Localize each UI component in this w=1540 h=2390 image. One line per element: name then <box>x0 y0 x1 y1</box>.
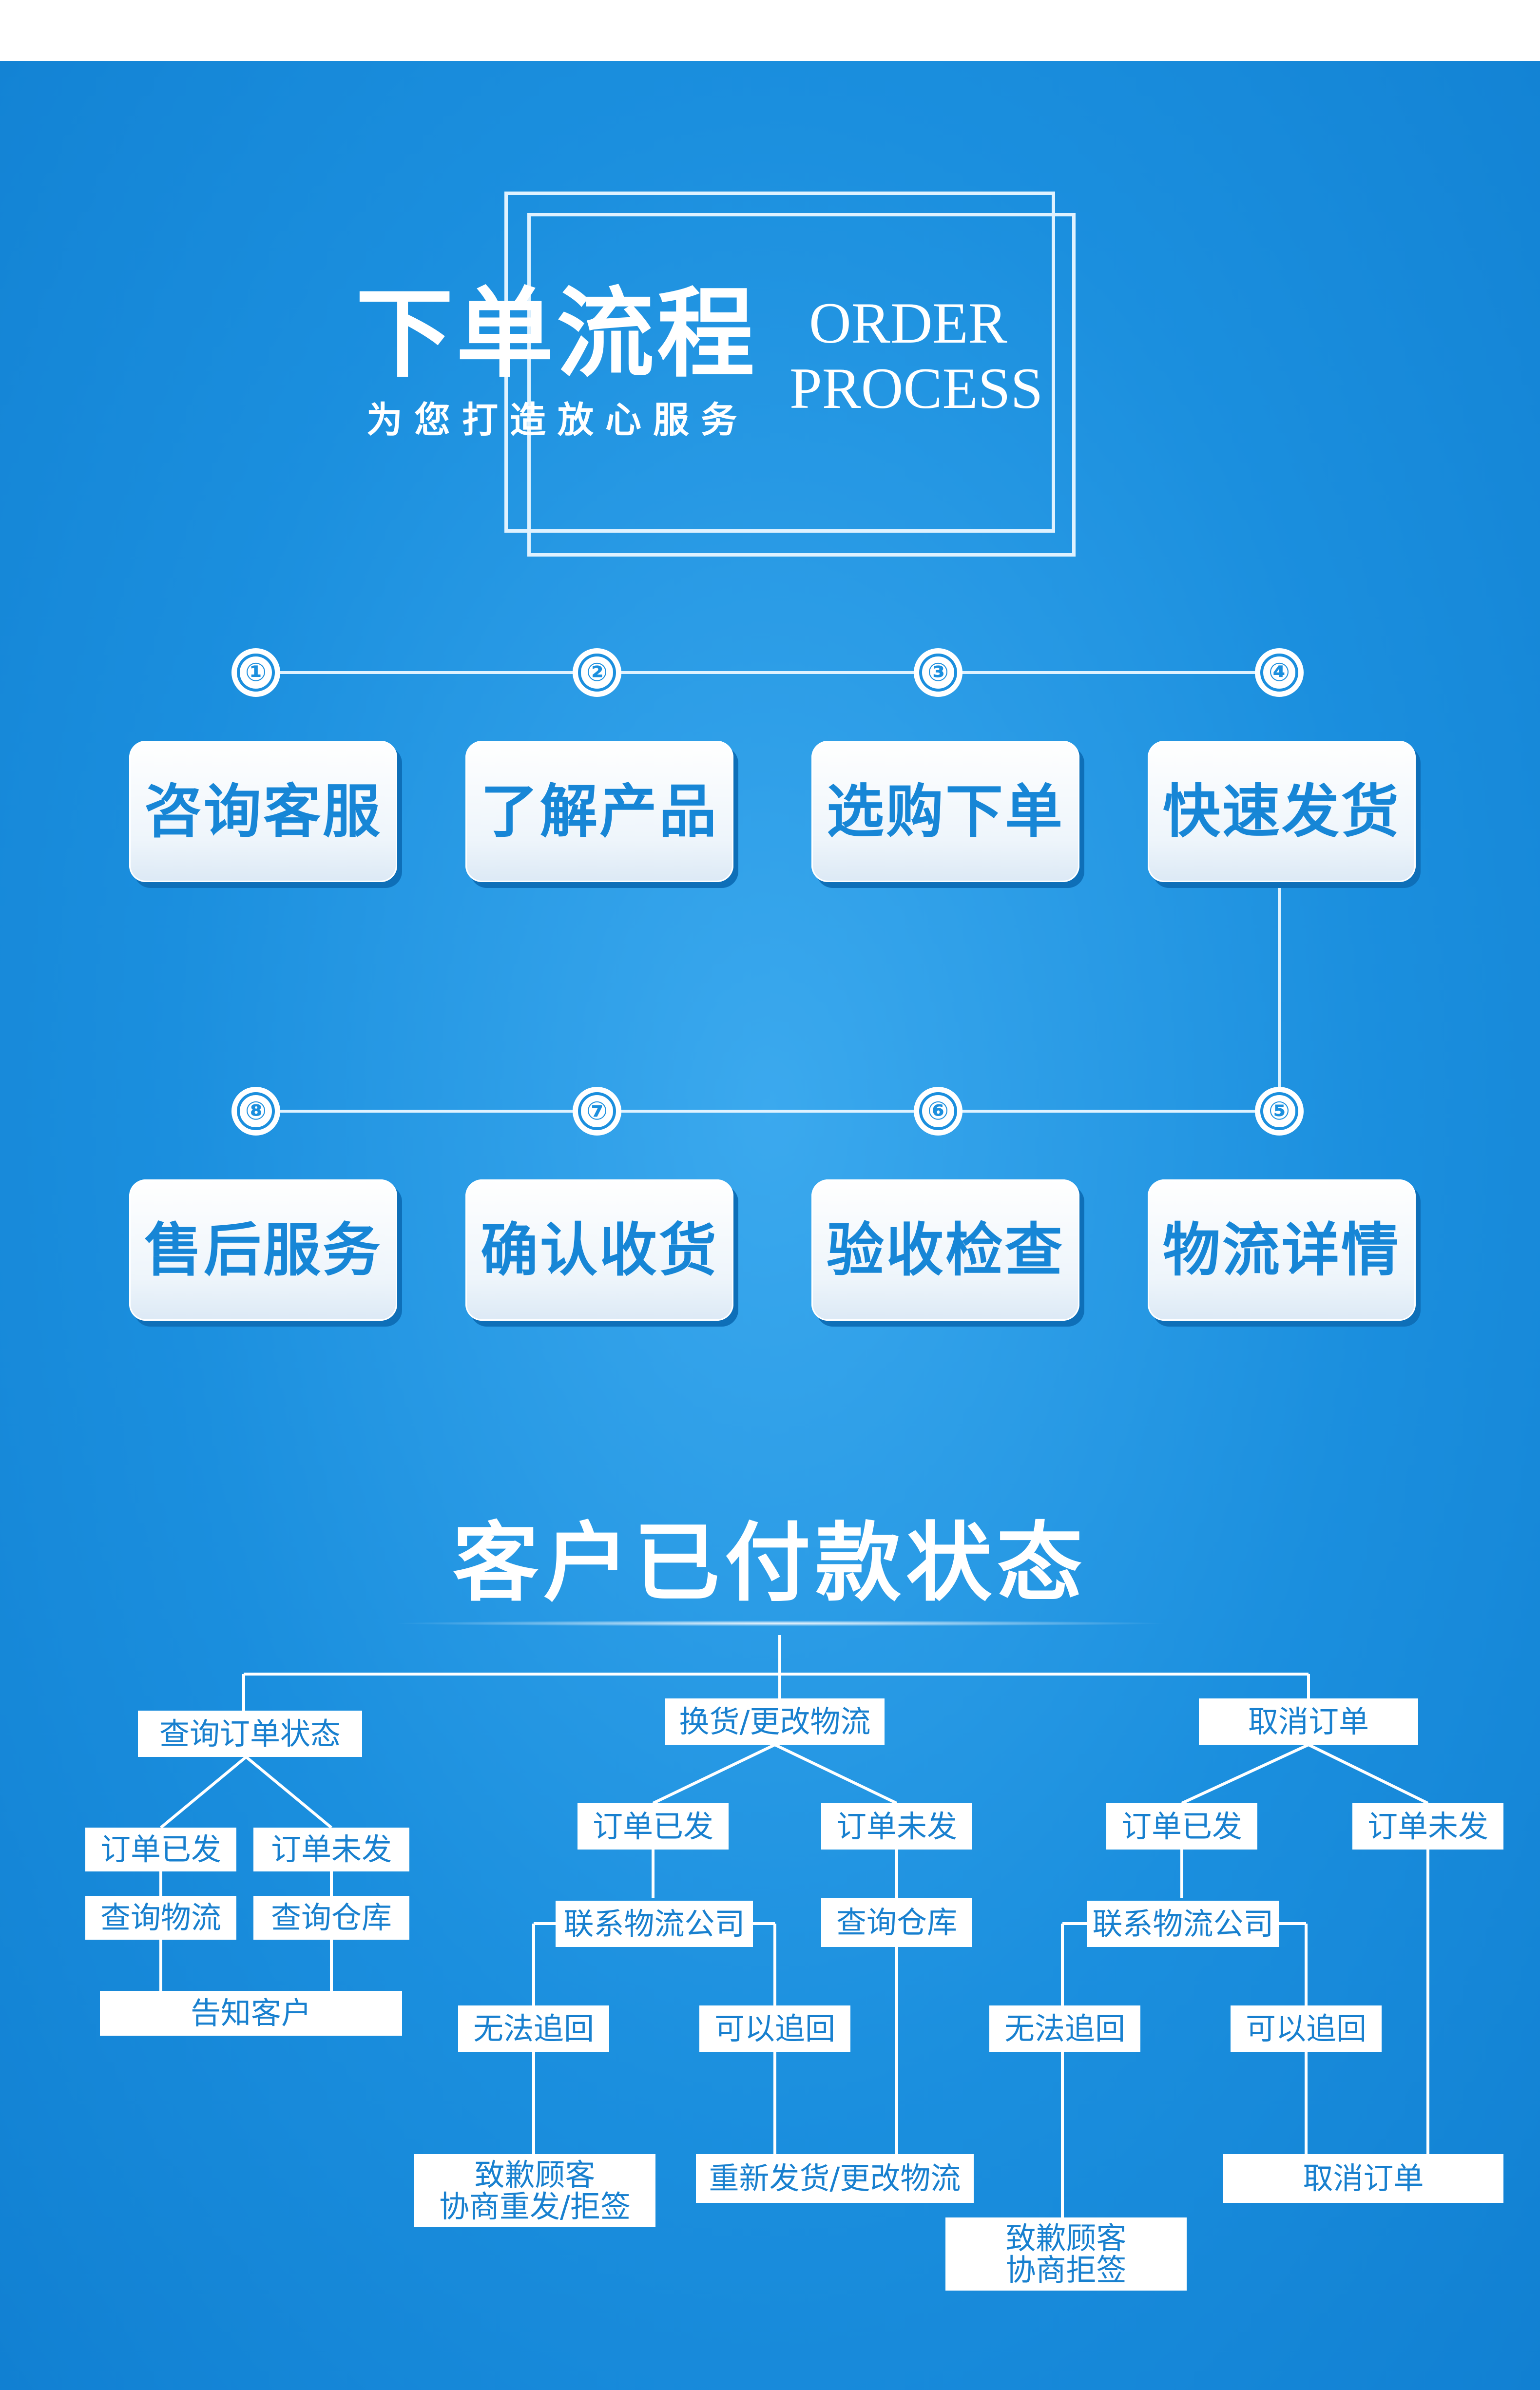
step-number-5-text: ⑤ <box>1260 1092 1298 1130</box>
title-frame-front <box>527 213 1076 557</box>
status-tree-lines <box>159 1635 1429 2217</box>
node-cancel-order: 取消订单 <box>1199 1698 1418 1745</box>
node-b1-query-warehouse: 查询仓库 <box>253 1896 409 1940</box>
step-number-6: ⑥ <box>914 1087 962 1136</box>
step-label-learn-product: 了解产品 <box>480 777 718 845</box>
title-glow-underline <box>390 1620 1170 1626</box>
step-label-logistics-details: 物流详情 <box>1162 1216 1401 1284</box>
node-b3-apologize: 致歉顾客 协商拒签 <box>945 2217 1187 2291</box>
step-card-consult: 咨询客服 <box>129 741 397 882</box>
step-card-place-order: 选购下单 <box>811 741 1079 882</box>
background-panel: 下单流程 为您打造放心服务 ORDER PROCESS ① ② ③ ④ ⑤ ⑥ … <box>0 61 1540 2390</box>
step-number-4: ④ <box>1255 648 1304 697</box>
node-b3-shipped: 订单已发 <box>1106 1803 1257 1850</box>
node-b2-apologize-line2: 协商重发/拒签 <box>439 2189 631 2224</box>
step-label-consult: 咨询客服 <box>144 777 382 845</box>
page-subtitle: 为您打造放心服务 <box>366 399 749 441</box>
connector-row2 <box>256 1110 1279 1113</box>
node-b2-apologize: 致歉顾客 协商重发/拒签 <box>414 2154 655 2227</box>
node-b3-cannot-recall: 无法追回 <box>989 2005 1140 2052</box>
connector-row1 <box>256 671 1279 674</box>
node-b3-apologize-line2: 协商拒签 <box>1005 2252 1127 2288</box>
title-en-line2: PROCESS <box>789 356 1043 421</box>
node-b3-apologize-line1: 致歉顾客 <box>1005 2220 1127 2256</box>
node-b2-contact-logistics: 联系物流公司 <box>556 1901 753 1947</box>
step-card-fast-shipping: 快速发货 <box>1148 741 1416 882</box>
step-label-confirm-receipt: 确认收货 <box>480 1216 718 1284</box>
node-b1-not-shipped: 订单未发 <box>253 1828 409 1871</box>
step-label-after-sales: 售后服务 <box>144 1216 382 1284</box>
step-number-8: ⑧ <box>231 1087 280 1136</box>
node-exchange-change-logistics: 换货/更改物流 <box>665 1698 885 1745</box>
page-title: 下单流程 <box>356 276 758 391</box>
node-b2-shipped: 订单已发 <box>578 1803 729 1850</box>
step-number-5: ⑤ <box>1255 1087 1304 1136</box>
step-number-1-text: ① <box>237 654 275 692</box>
step-number-3-text: ③ <box>919 654 957 692</box>
node-b3-cancel-order-final: 取消订单 <box>1223 2154 1503 2203</box>
step-label-inspect: 验收检查 <box>826 1216 1064 1284</box>
title-frame-back <box>504 192 1055 533</box>
connector-4-to-5 <box>1278 882 1281 1097</box>
step-card-learn-product: 了解产品 <box>465 741 733 882</box>
step-number-1: ① <box>231 648 280 697</box>
step-card-confirm-receipt: 确认收货 <box>465 1179 733 1321</box>
node-b2-query-warehouse: 查询仓库 <box>821 1898 972 1947</box>
node-b1-notify-customer: 告知客户 <box>100 1991 402 2036</box>
step-number-7: ⑦ <box>573 1087 621 1136</box>
node-b3-contact-logistics: 联系物流公司 <box>1087 1901 1279 1947</box>
step-number-7-text: ⑦ <box>578 1092 616 1130</box>
node-b2-can-recall: 可以追回 <box>699 2005 850 2052</box>
step-number-2-text: ② <box>578 654 616 692</box>
node-b2-cannot-recall: 无法追回 <box>458 2005 609 2052</box>
step-number-4-text: ④ <box>1260 654 1298 692</box>
step-number-3: ③ <box>914 648 962 697</box>
step-label-place-order: 选购下单 <box>826 777 1064 845</box>
step-number-8-text: ⑧ <box>237 1092 275 1130</box>
step-number-2: ② <box>573 648 621 697</box>
node-b3-not-shipped: 订单未发 <box>1352 1803 1503 1850</box>
node-b3-can-recall: 可以追回 <box>1231 2005 1382 2052</box>
step-card-logistics-details: 物流详情 <box>1148 1179 1416 1321</box>
node-query-order-status: 查询订单状态 <box>138 1711 362 1757</box>
step-number-6-text: ⑥ <box>919 1092 957 1130</box>
status-title: 客户已付款状态 <box>452 1513 1087 1613</box>
step-card-after-sales: 售后服务 <box>129 1179 397 1321</box>
node-b2-reship: 重新发货/更改物流 <box>696 2154 974 2203</box>
step-card-inspect: 验收检查 <box>811 1179 1079 1321</box>
node-b2-not-shipped: 订单未发 <box>821 1803 972 1850</box>
title-en-line1: ORDER <box>809 290 1007 355</box>
node-b1-query-logistics: 查询物流 <box>85 1896 236 1940</box>
node-b1-shipped: 订单已发 <box>85 1828 236 1871</box>
step-label-fast-shipping: 快速发货 <box>1162 777 1401 845</box>
node-b2-apologize-line1: 致歉顾客 <box>474 2157 596 2193</box>
